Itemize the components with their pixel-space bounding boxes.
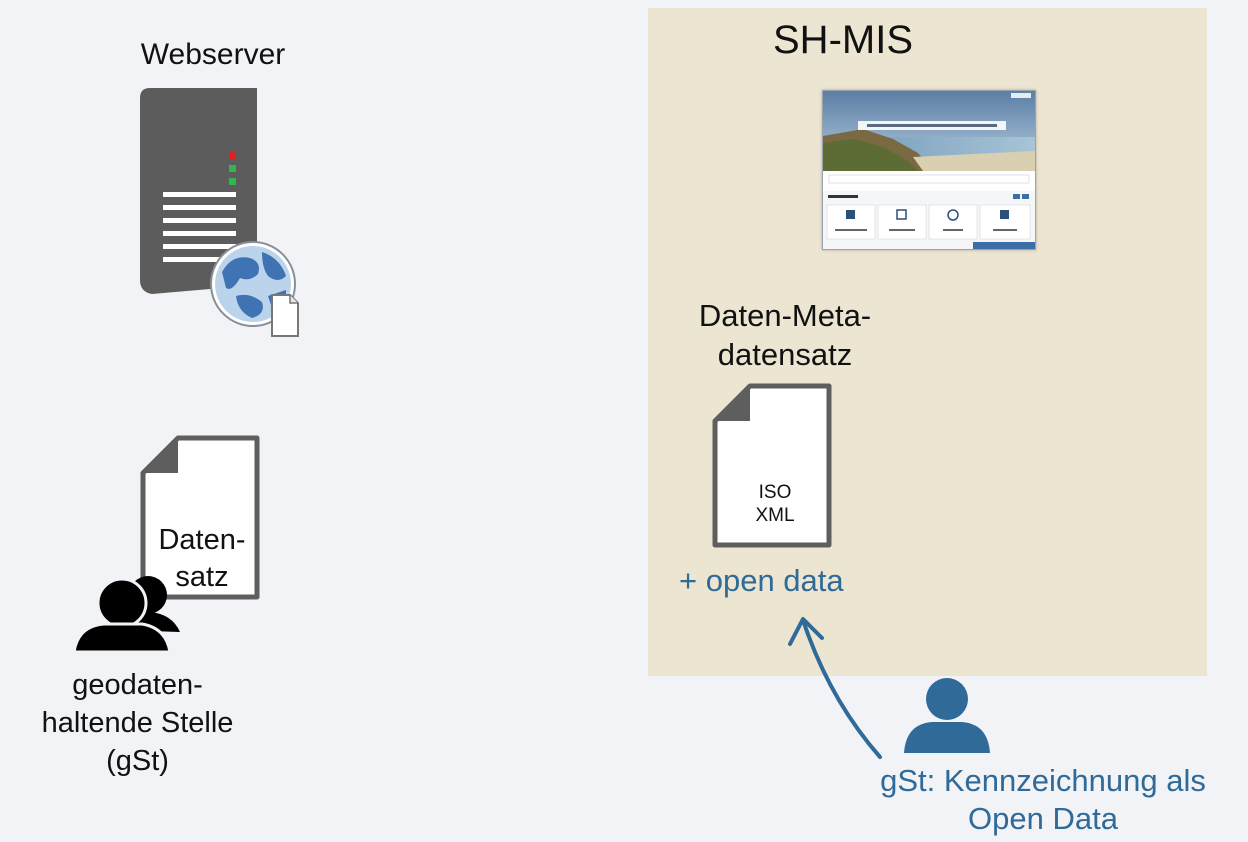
dataset-label-line: satz (175, 561, 229, 593)
dataset-label: Daten- satz (146, 522, 258, 596)
iso-xml-label: ISO XML (716, 481, 834, 527)
user-group-icon (72, 576, 180, 654)
arrow-icon (788, 617, 882, 759)
server-icon (140, 88, 257, 294)
gst-label: geodaten- haltende Stelle (gSt) (0, 666, 275, 780)
globe-icon (210, 241, 299, 337)
user-icon (904, 678, 990, 753)
webserver-label: Webserver (140, 38, 286, 71)
gst-label-line: (gSt) (106, 745, 169, 777)
portal-screenshot (822, 90, 1036, 250)
open-data-annotation: gSt: Kennzeichnung als Open Data (838, 762, 1248, 838)
annotation-line: gSt: Kennzeichnung als (880, 763, 1206, 798)
gst-label-line: geodaten- (72, 669, 203, 701)
metadata-label-line: datensatz (717, 337, 853, 372)
metadata-label-line: Daten-Meta- (698, 298, 872, 333)
gst-label-line: haltende Stelle (41, 707, 234, 739)
shmis-title: SH-MIS (773, 18, 913, 62)
open-data-label: + open data (679, 563, 844, 598)
iso-label-line: ISO (758, 482, 792, 503)
dataset-label-line: Daten- (158, 524, 246, 556)
dataset-document-icon (140, 435, 260, 600)
xml-label-line: XML (755, 505, 795, 526)
annotation-line: Open Data (968, 801, 1118, 836)
metadata-document-icon (712, 383, 832, 548)
metadata-label: Daten-Meta- datensatz (640, 296, 930, 374)
